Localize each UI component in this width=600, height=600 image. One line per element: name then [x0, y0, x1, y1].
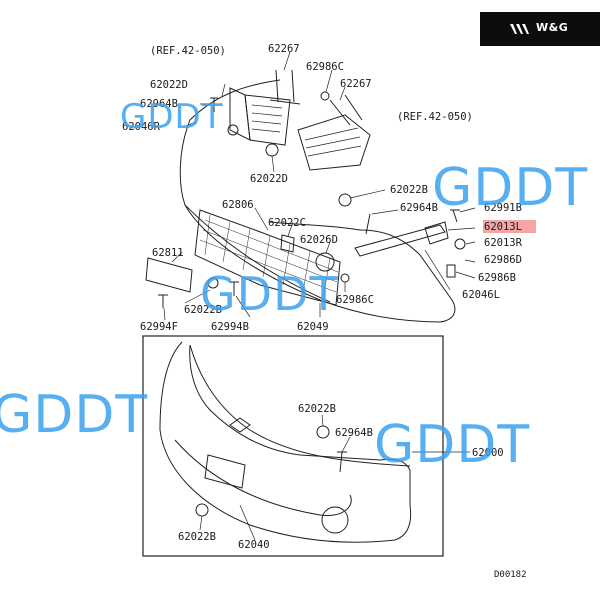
bumper-cover-outline	[159, 341, 412, 543]
license-bracket	[145, 257, 193, 293]
part-label: 62806	[222, 199, 254, 211]
part-label: 62022D	[250, 173, 288, 185]
clip-62022D-b	[265, 143, 279, 157]
part-label-highlighted: 62013L	[484, 221, 522, 233]
watermark: GDDT	[0, 385, 148, 445]
part-label: 62986C	[306, 61, 344, 73]
watermark: GDDT	[120, 97, 223, 137]
part-label: 62964B	[400, 202, 438, 214]
part-label: 62022B	[178, 531, 216, 543]
clip-62022B-b	[207, 277, 219, 289]
watermark: GDDT	[432, 158, 588, 218]
highlight-62013L	[483, 220, 536, 233]
part-label: 62046L	[462, 289, 500, 301]
part-label: 62013R	[484, 237, 523, 249]
part-label: 62994B	[211, 321, 249, 333]
clip-62986D	[454, 238, 466, 250]
side-garnish-left	[354, 224, 446, 257]
part-label: 62267	[268, 43, 300, 55]
clip-62986C-b	[340, 273, 350, 283]
bumper-top-edge	[189, 344, 411, 467]
part-label: 62026D	[300, 234, 338, 246]
bolt-62994B	[229, 281, 239, 296]
bumper-frame-top	[189, 79, 361, 231]
clip-62022C	[280, 234, 295, 253]
part-label: 62986D	[484, 254, 522, 266]
part-label: 62811	[152, 247, 184, 259]
clip-62986C-a	[320, 91, 330, 101]
part-label: 62964B	[335, 427, 373, 439]
bolt-62994F	[158, 294, 168, 308]
left-air-duct	[244, 94, 291, 146]
watermark: GDDT	[374, 415, 530, 475]
part-label: 62986C	[336, 294, 374, 306]
ref-label-upper: (REF.42-050)	[150, 45, 226, 57]
part-label: 62040	[238, 539, 270, 551]
ref-label-right: (REF.42-050)	[397, 111, 473, 123]
part-label: 62022B	[298, 403, 336, 415]
part-label: 62049	[297, 321, 329, 333]
part-label: 62000	[472, 447, 504, 459]
part-label: 62991B	[484, 202, 522, 214]
right-air-duct	[297, 114, 371, 171]
part-label: 62022D	[150, 79, 188, 91]
grille-mesh	[194, 209, 341, 306]
fog-lamp-opening	[321, 506, 349, 534]
clip-62022B-d	[195, 503, 209, 517]
part-label: 62046R	[122, 121, 161, 133]
upper-assembly	[145, 51, 476, 323]
watermark: GDDT	[200, 267, 339, 321]
part-label: 62964B	[140, 98, 178, 110]
part-label: 62022B	[390, 184, 428, 196]
part-label: 62267	[340, 78, 372, 90]
bumper-cover	[159, 341, 470, 543]
license-plate-recess	[204, 454, 246, 489]
bumper-frame-lower	[184, 204, 331, 303]
bumper-lower-opening	[174, 439, 352, 516]
clip-62022B-c	[316, 425, 330, 439]
arrow-chevrons-icon	[510, 24, 529, 34]
part-label: 62994F	[140, 321, 178, 333]
lower-view-frame	[142, 335, 444, 557]
part-label: 62022C	[268, 217, 306, 229]
clip-62022D-a	[227, 124, 239, 136]
part-label: 62986B	[478, 272, 516, 284]
rivet-62964B-a	[210, 97, 218, 112]
rivet-62964B-c	[337, 451, 347, 473]
emblem	[229, 417, 251, 433]
clip-62986B	[446, 264, 456, 278]
bracket-62267-b	[329, 94, 363, 126]
bracket-62013L	[424, 221, 449, 245]
brand-banner	[480, 12, 600, 46]
brand-name: W&G	[536, 21, 569, 34]
screw-62991B	[450, 209, 460, 223]
part-label: 62022B	[184, 304, 222, 316]
leader-lines-upper	[163, 51, 476, 321]
bracket-62267-a	[269, 69, 301, 105]
leader-lines-lower	[199, 414, 470, 541]
clip-62022B-a	[338, 193, 352, 207]
rivet-62964B-b	[365, 213, 371, 235]
fog-lamp-cover	[315, 252, 335, 272]
diagram-code: D00182	[494, 570, 527, 580]
bumper-frame-outline	[179, 119, 456, 323]
